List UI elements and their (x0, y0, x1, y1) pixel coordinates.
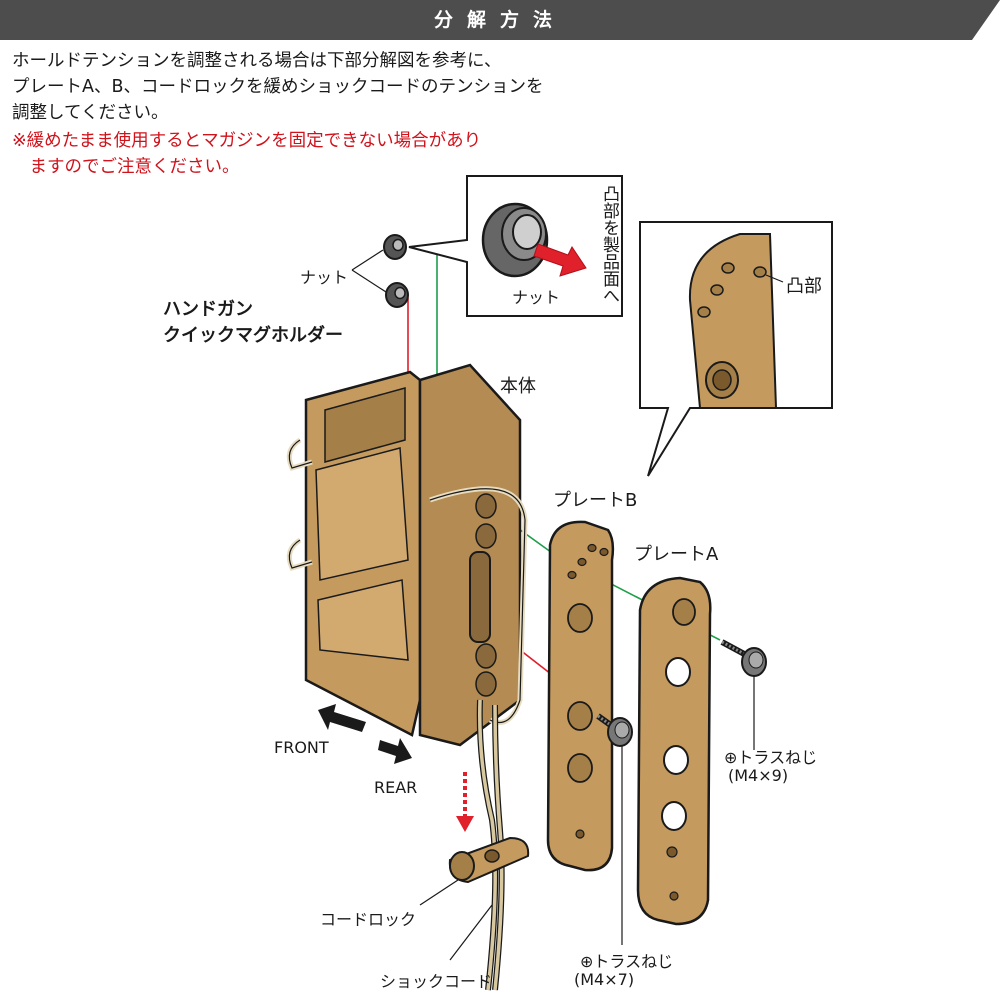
product-name-line-1: ハンドガン (163, 299, 253, 320)
plate-b-label: プレートB (553, 490, 638, 511)
nut-top (383, 234, 407, 260)
screw-m4x7-label: ⊕トラスねじ (580, 952, 674, 971)
inset-note: 凸部を製品面へ (599, 185, 619, 304)
red-dashed-arrow (456, 772, 474, 832)
rear-arrow (378, 738, 412, 764)
intro-line-2: プレートA、B、コードロックを緩めショックコードのテンションを (12, 77, 544, 97)
nut-inset-label: ナット (512, 288, 561, 307)
nut-label: ナット (300, 268, 349, 287)
body-label: 本体 (500, 376, 536, 397)
boss-label: 凸部 (786, 276, 822, 297)
boss-inset (639, 221, 833, 477)
shock-cord-label: ショックコード (380, 972, 493, 991)
section-title: 分解方法 (433, 9, 566, 31)
screw-m4x9 (720, 639, 767, 750)
front-arrow (318, 704, 366, 732)
nut-leaders (351, 249, 387, 293)
intro-line-3: 調整してください。 (12, 103, 169, 123)
holder-body (286, 363, 528, 747)
cord-lock-label: コードロック (320, 910, 417, 929)
screw-m4x9-size: (M4×9) (728, 766, 789, 785)
shock-cord (476, 699, 505, 991)
product-name-line-2: クイックマグホルダー (163, 325, 343, 346)
plate-a (636, 576, 712, 926)
rear-label: REAR (374, 778, 418, 797)
plate-b (546, 520, 615, 872)
header-bar (0, 0, 1000, 40)
screw-m4x7 (596, 713, 633, 945)
intro-line-1: ホールドテンションを調整される場合は下部分解図を参考に、 (12, 51, 502, 71)
front-label: FRONT (274, 738, 329, 757)
plate-a-label: プレートA (634, 544, 719, 565)
bottom-leaders (419, 879, 493, 961)
screw-m4x9-label: ⊕トラスねじ (724, 748, 818, 767)
warning-line-1: ※緩めたまま使用するとマガジンを固定できない場合があり (12, 131, 482, 151)
cord-lock (448, 836, 530, 884)
section-header: 分解方法 (0, 0, 1000, 40)
warning-line-2: ますのでご注意ください。 (12, 157, 240, 177)
nut-inset (408, 175, 623, 317)
screw-m4x7-size: (M4×7) (574, 970, 635, 989)
nut-bottom (385, 282, 409, 308)
